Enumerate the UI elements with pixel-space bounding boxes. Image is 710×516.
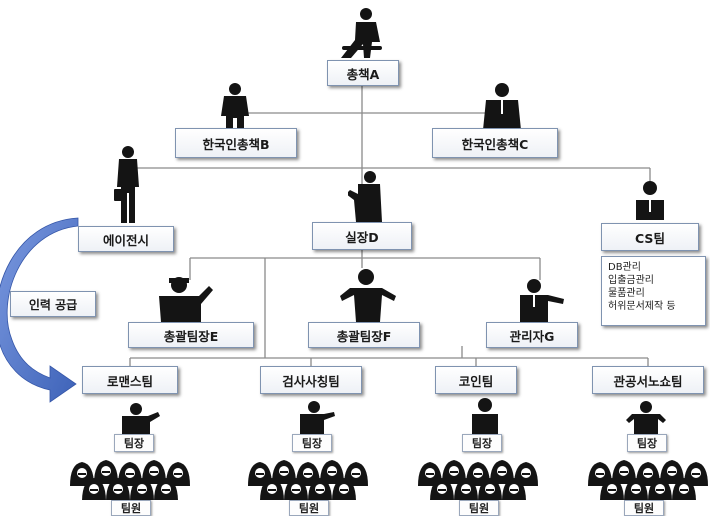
node-leader-f: 총괄팀장F bbox=[308, 322, 420, 348]
romance-members-crowd-icon bbox=[70, 460, 190, 500]
official-member-tag: 팀원 bbox=[624, 500, 664, 516]
coin-member-tag: 팀원 bbox=[459, 500, 499, 516]
supply-label: 인력 공급 bbox=[10, 291, 96, 317]
romance-member-tag: 팀원 bbox=[111, 500, 151, 516]
node-korea-boss-c: 한국인총책C bbox=[432, 128, 558, 158]
cs-duty-item: DB관리 bbox=[608, 262, 641, 273]
prosecutor-members-crowd-icon bbox=[248, 460, 368, 500]
coin-members-crowd-icon bbox=[418, 460, 538, 500]
official-members-crowd-icon bbox=[588, 460, 708, 500]
prosecutor-team-leader-tag: 팀장 bbox=[292, 434, 332, 452]
boss-b-silhouette-icon bbox=[221, 83, 249, 130]
node-leader-e: 총괄팀장E bbox=[128, 322, 254, 348]
node-korea-boss-b: 한국인총책B bbox=[175, 128, 297, 158]
node-director-d: 실장D bbox=[312, 222, 412, 250]
node-agency: 에이전시 bbox=[78, 226, 174, 252]
boss-silhouette-icon bbox=[341, 8, 382, 58]
node-team-coin: 코인팀 bbox=[435, 366, 517, 394]
leader-f-silhouette-icon bbox=[340, 269, 396, 322]
coin-leader-silhouette-icon bbox=[472, 398, 498, 434]
node-boss-a: 총책A bbox=[327, 60, 399, 86]
supply-arrow bbox=[0, 217, 79, 403]
manager-g-silhouette-icon bbox=[520, 279, 564, 322]
prosecutor-leader-silhouette-icon bbox=[300, 401, 335, 434]
leader-e-silhouette-icon bbox=[159, 277, 213, 322]
romance-leader-silhouette-icon bbox=[122, 403, 160, 434]
romance-team-leader-tag: 팀장 bbox=[114, 434, 154, 452]
node-cs-team: CS팀 bbox=[601, 223, 699, 251]
cs-duties-list: DB관리 입출금관리 물품관리 허위문서제작 등 bbox=[601, 256, 706, 326]
cs-duty-item: 허위문서제작 등 bbox=[608, 301, 676, 312]
node-team-prosecutor: 검사사칭팀 bbox=[260, 366, 362, 394]
cs-duty-item: 입출금관리 bbox=[608, 275, 654, 286]
director-silhouette-icon bbox=[348, 171, 382, 222]
cs-duty-item: 물품관리 bbox=[608, 288, 645, 299]
node-team-romance: 로맨스팀 bbox=[82, 366, 178, 394]
boss-c-silhouette-icon bbox=[483, 83, 521, 130]
node-team-official: 관공서노쇼팀 bbox=[592, 366, 704, 394]
official-team-leader-tag: 팀장 bbox=[627, 434, 667, 452]
cs-silhouette-icon bbox=[636, 181, 664, 220]
node-manager-g: 관리자G bbox=[486, 322, 578, 348]
coin-team-leader-tag: 팀장 bbox=[462, 434, 502, 452]
official-leader-silhouette-icon bbox=[626, 401, 666, 434]
agency-silhouette-icon bbox=[114, 146, 139, 223]
prosecutor-member-tag: 팀원 bbox=[289, 500, 329, 516]
